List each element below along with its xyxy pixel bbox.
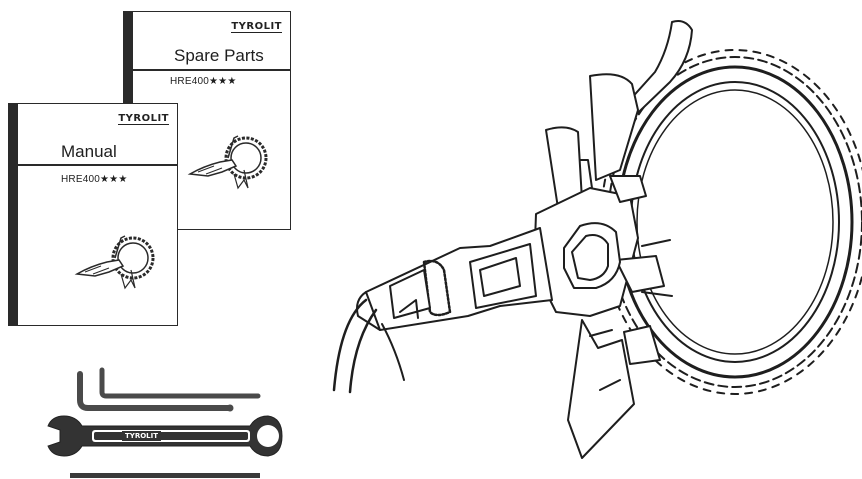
brand-logo: TYROLIT [118,113,169,125]
model-number: HRE400★★★ [170,76,237,87]
tool-set: TYROLIT [30,360,290,479]
title-rule [18,164,177,166]
saw-thumbnail-icon [187,135,268,190]
wrench-brand: TYROLIT [122,431,162,441]
booklet-title: Spare Parts [174,46,264,65]
combination-wrench-icon [47,415,283,457]
manual-booklet: TYROLIT Manual HRE400★★★ [8,103,178,326]
brand-logo: TYROLIT [231,21,282,33]
booklet-spine [9,104,18,325]
model-number: HRE400★★★ [61,174,128,185]
booklet-title: Manual [61,142,117,161]
saw-thumbnail-icon [74,235,155,290]
flat-bar-icon [70,473,260,478]
ring-saw-illustration [332,20,862,459]
hex-keys-icon [77,367,261,412]
title-rule [133,69,290,71]
